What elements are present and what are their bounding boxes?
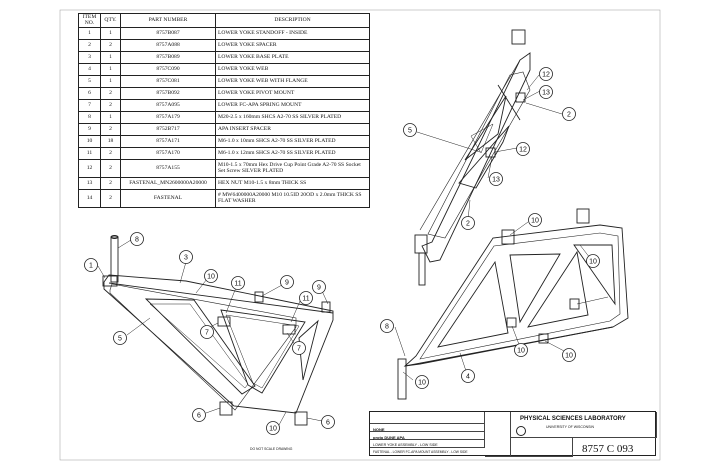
- balloon-number: 7: [205, 329, 209, 336]
- balloon-number: 2: [466, 220, 470, 227]
- university-logo-icon: [516, 426, 526, 436]
- balloon-number: 6: [326, 419, 330, 426]
- balloon-circle: [84, 258, 98, 272]
- balloon-number: 10: [207, 273, 215, 280]
- left-yoke-view: [102, 235, 334, 426]
- balloon-circle: [113, 331, 127, 345]
- bottom-right-yoke-view: [397, 208, 629, 400]
- balloon-number: 9: [317, 284, 321, 291]
- balloon-number: 9: [285, 279, 289, 286]
- balloon-circle: [266, 421, 280, 435]
- balloon-circle: [528, 213, 542, 227]
- bom-cell-desc: M10-1.5 x 70mm Hex Drive Cup Point Grade…: [215, 159, 370, 178]
- university-name: UNIVERSITY OF WISCONSIN: [546, 425, 594, 429]
- balloon-number: 10: [517, 347, 525, 354]
- balloon-number: 13: [492, 176, 500, 183]
- scale-value: NONE: [373, 427, 385, 432]
- balloon-circle: [403, 123, 417, 137]
- balloon-number: 6: [197, 412, 201, 419]
- balloon-number: 12: [519, 146, 527, 153]
- balloon-circle: [539, 67, 553, 81]
- balloon-circle: [321, 415, 335, 429]
- top-right-yoke-view: [414, 29, 531, 286]
- bom-cell-part: FASTENAL: [120, 189, 216, 208]
- balloon-circle: [380, 319, 394, 333]
- balloon-number: 5: [408, 127, 412, 134]
- balloon-circle: [562, 107, 576, 121]
- balloon-circle: [312, 280, 326, 294]
- balloon-circle: [280, 275, 294, 289]
- balloon-number: 10: [565, 352, 573, 359]
- balloon-circle: [461, 369, 475, 383]
- balloon-number: 11: [302, 295, 309, 302]
- balloon-circle: [489, 172, 503, 186]
- lab-name: PHYSICAL SCIENCES LABORATORY: [520, 416, 626, 422]
- balloon-number: 8: [385, 323, 389, 330]
- balloon-number: 13: [542, 89, 550, 96]
- balloon-circle: [299, 291, 313, 305]
- title-block: PHYSICAL SCIENCES LABORATORY UNIVERSITY …: [369, 411, 657, 457]
- balloon-circle: [292, 341, 306, 355]
- balloon-circle: [415, 375, 429, 389]
- balloon-circle: [204, 269, 218, 283]
- balloon-number: 4: [466, 373, 470, 380]
- bom-cell-desc: # MW6400000A20000 M10 10.5ID 20OD x 2.0m…: [215, 189, 370, 208]
- drawing-number: 8757 C 093: [582, 443, 634, 455]
- project-name: proto DUNE APA: [373, 435, 405, 440]
- balloon-number: 5: [118, 335, 122, 342]
- balloon-circle: [516, 142, 530, 156]
- balloon-circle: [130, 232, 144, 246]
- drawing-subtitle: FASTENAL - LOWER FC-APA MOUNT ASSEMBLY -…: [373, 450, 468, 454]
- balloon-circle: [562, 348, 576, 362]
- balloon-number: 10: [531, 217, 539, 224]
- balloon-number: 2: [567, 111, 571, 118]
- balloon-circle: [539, 85, 553, 99]
- balloon-circle: [586, 254, 600, 268]
- balloon-circle: [461, 216, 475, 230]
- balloon-number: 3: [184, 254, 188, 261]
- balloon-number: 10: [418, 379, 426, 386]
- balloon-number: 11: [234, 280, 241, 287]
- balloon-circle: [231, 276, 245, 290]
- balloon-number: 10: [269, 425, 277, 432]
- drawing-note: DO NOT SCALE DRAWING: [250, 447, 293, 451]
- balloon-number: 7: [297, 345, 301, 352]
- balloon-circle: [192, 408, 206, 422]
- balloon-number: 10: [589, 258, 597, 265]
- balloon-circle: [514, 343, 528, 357]
- balloon-number: 12: [542, 71, 550, 78]
- drawing-title: LOWER YOKE ASSEMBLY - LOW SIDE: [373, 443, 438, 447]
- balloon-circle: [179, 250, 193, 264]
- balloon-number: 1: [89, 262, 93, 269]
- balloon-circle: [200, 325, 214, 339]
- balloon-number: 8: [135, 236, 139, 243]
- leader-lines: [97, 74, 609, 426]
